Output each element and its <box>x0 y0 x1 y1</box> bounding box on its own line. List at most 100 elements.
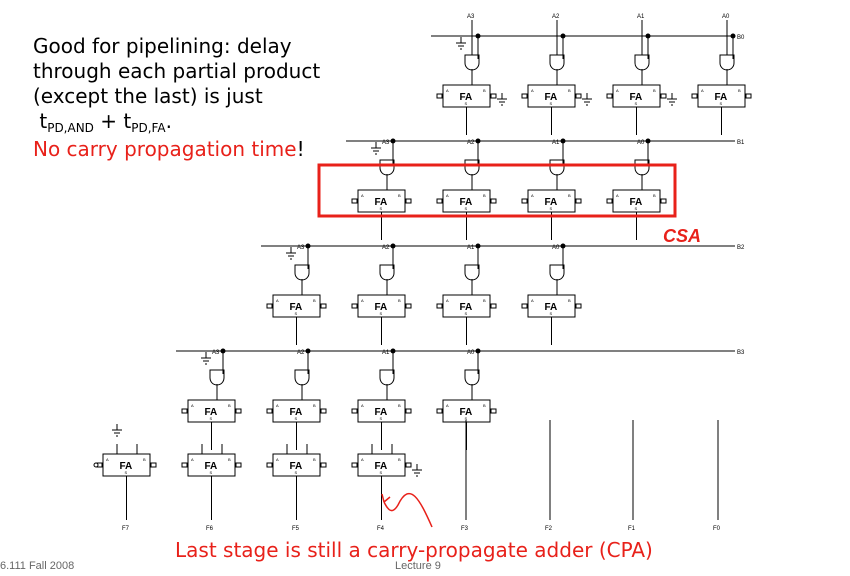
fa-pin-b: B <box>653 193 656 198</box>
and-gate <box>209 369 225 386</box>
fa-pin-b: B <box>738 88 741 93</box>
fa-pin-s: S <box>550 101 553 106</box>
no-carry-propagation-text: No carry propagation time <box>33 137 297 161</box>
fa-label: FA <box>290 302 303 313</box>
fa-label: FA <box>460 197 473 208</box>
carry-out-stub <box>660 93 667 99</box>
note-line-2: through each partial product <box>33 59 321 83</box>
fa-pin-a: A <box>446 403 449 408</box>
footer-course: 6.111 Fall 2008 <box>0 560 75 572</box>
a-input-label: A1 <box>637 14 645 20</box>
and-gate <box>719 54 735 71</box>
and-gate <box>549 54 565 71</box>
fa-pin-a: A <box>276 403 279 408</box>
fa-label: FA <box>545 92 558 103</box>
subscript-pd-fa: PD,FA <box>131 121 166 135</box>
a-input-label: A1 <box>467 245 475 251</box>
b-input-label: B3 <box>737 350 745 356</box>
junction-dot <box>475 348 481 354</box>
t-symbol: t <box>123 109 132 133</box>
carry-in-stub <box>181 462 188 468</box>
csa-highlight-box <box>317 163 677 218</box>
fa-pin-a: A <box>276 298 279 303</box>
carry-in-stub <box>181 408 188 414</box>
fa-pin-a: A <box>361 298 364 303</box>
carry-out-stub <box>405 303 412 309</box>
carry-out-stub <box>405 408 412 414</box>
fa-pin-a: A <box>361 403 364 408</box>
junction-dot <box>390 348 396 354</box>
carry-out-stub <box>660 198 667 204</box>
junction-dot <box>560 138 566 144</box>
and-gate <box>464 369 480 386</box>
a-input-label: A2 <box>467 140 475 146</box>
carry-in-stub <box>521 303 528 309</box>
fa-pin-s: S <box>465 206 468 211</box>
fa-pin-s: S <box>380 416 383 421</box>
fa-pin-a: A <box>361 193 364 198</box>
f-output-label: F7 <box>122 526 130 532</box>
fa-label: FA <box>545 302 558 313</box>
carry-out-stub <box>575 198 582 204</box>
carry-in-stub <box>521 93 528 99</box>
fa-pin-a: A <box>446 298 449 303</box>
carry-in-stub <box>266 408 273 414</box>
subscript-pd-and: PD,AND <box>47 121 94 135</box>
junction-dot <box>560 243 566 249</box>
f-output-label: F1 <box>628 526 636 532</box>
fa-pin-b: B <box>398 298 401 303</box>
and-gate <box>464 54 480 71</box>
carry-in-stub <box>521 198 528 204</box>
f-output-label: F5 <box>292 526 300 532</box>
f-output-label: F0 <box>713 526 721 532</box>
carry-in-stub <box>606 198 613 204</box>
fa-pin-a: A <box>361 457 364 462</box>
and-gate <box>294 264 310 281</box>
fa-label: FA <box>120 461 133 472</box>
and-gate <box>379 264 395 281</box>
cpa-caption: Last stage is still a carry-propagate ad… <box>175 538 653 562</box>
a-input-label: A0 <box>722 14 730 20</box>
fa-label: FA <box>545 197 558 208</box>
carry-out-stub <box>490 198 497 204</box>
fa-label: FA <box>375 407 388 418</box>
plus-sign: + <box>93 109 124 133</box>
note-line-formula: tPD,AND + tPD,FA. <box>33 109 320 137</box>
fa-pin-b: B <box>398 403 401 408</box>
junction-dot <box>475 33 481 39</box>
cpa-arrow-curve <box>383 492 433 528</box>
carry-out-stub <box>745 93 752 99</box>
fa-pin-s: S <box>295 311 298 316</box>
and-gate <box>549 264 565 281</box>
carry-out-stub <box>150 462 157 468</box>
carry-out-stub <box>490 408 497 414</box>
carry-in-stub <box>351 462 358 468</box>
fa-pin-a: A <box>531 88 534 93</box>
carry-in-stub <box>351 303 358 309</box>
fa-pin-s: S <box>380 470 383 475</box>
fa-pin-b: B <box>483 403 486 408</box>
fa-pin-s: S <box>295 470 298 475</box>
fa-label: FA <box>630 92 643 103</box>
carry-out-stub <box>235 408 242 414</box>
exclamation: ! <box>296 137 305 161</box>
period: . <box>165 109 172 133</box>
f-output-label: F4 <box>377 526 385 532</box>
b-input-label: B0 <box>737 35 745 41</box>
a-input-label: A3 <box>382 140 390 146</box>
fa-label: FA <box>205 461 218 472</box>
f-output-label: F2 <box>545 526 553 532</box>
f-output-label: F3 <box>461 526 469 532</box>
csa-label: CSA <box>663 226 702 246</box>
fa-pin-b: B <box>568 193 571 198</box>
f-output-label: F6 <box>206 526 214 532</box>
carry-out-stub <box>320 462 327 468</box>
and-gate <box>379 369 395 386</box>
fa-pin-b: B <box>568 298 571 303</box>
fa-pin-b: B <box>568 88 571 93</box>
fa-label: FA <box>375 461 388 472</box>
fa-label: FA <box>460 92 473 103</box>
fa-pin-s: S <box>295 416 298 421</box>
